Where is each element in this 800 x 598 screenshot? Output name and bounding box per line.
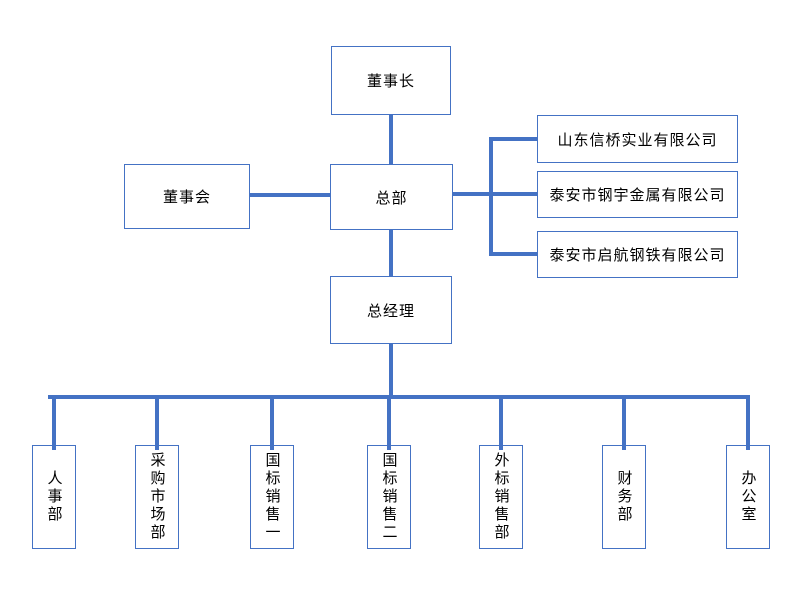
connector-subsidiaries-bracket-vertical: [489, 137, 493, 256]
node-board-of-directors: 董事会: [124, 164, 250, 229]
connector-headquarters-to-general-manager: [389, 230, 393, 276]
node-subsidiary-taian-gangyu: 泰安市钢宇金属有限公司: [537, 171, 738, 218]
connector-drop-national-sales-1: [270, 397, 274, 450]
connector-to-subsidiary-1: [489, 137, 537, 141]
node-general-manager: 总经理: [330, 276, 452, 344]
node-headquarters: 总部: [330, 164, 453, 230]
connector-drop-finance: [622, 397, 626, 450]
connector-drop-external-sales: [499, 397, 503, 450]
node-dept-office: 办公室: [726, 445, 770, 549]
connector-drop-human-resources: [52, 397, 56, 450]
node-dept-national-sales-1: 国标销售一: [250, 445, 294, 549]
node-dept-purchasing-market: 采购市场部: [135, 445, 179, 549]
node-dept-external-sales: 外标销售部: [479, 445, 523, 549]
connector-drop-national-sales-2: [387, 397, 391, 450]
connector-drop-purchasing-market: [155, 397, 159, 450]
node-subsidiary-shandong-xinqiao: 山东信桥实业有限公司: [537, 115, 738, 163]
connector-board-to-headquarters: [250, 193, 330, 197]
connector-departments-bus: [48, 395, 750, 399]
node-dept-human-resources: 人事部: [32, 445, 76, 549]
node-subsidiary-taian-qihang: 泰安市启航钢铁有限公司: [537, 231, 738, 278]
connector-chairman-to-headquarters: [389, 114, 393, 165]
connector-general-manager-to-bus: [389, 344, 393, 397]
node-chairman: 董事长: [331, 46, 451, 115]
connector-headquarters-to-subsidiaries: [453, 192, 537, 196]
connector-drop-office: [746, 397, 750, 450]
node-dept-national-sales-2: 国标销售二: [367, 445, 411, 549]
node-dept-finance: 财务部: [602, 445, 646, 549]
connector-to-subsidiary-3: [489, 252, 537, 256]
